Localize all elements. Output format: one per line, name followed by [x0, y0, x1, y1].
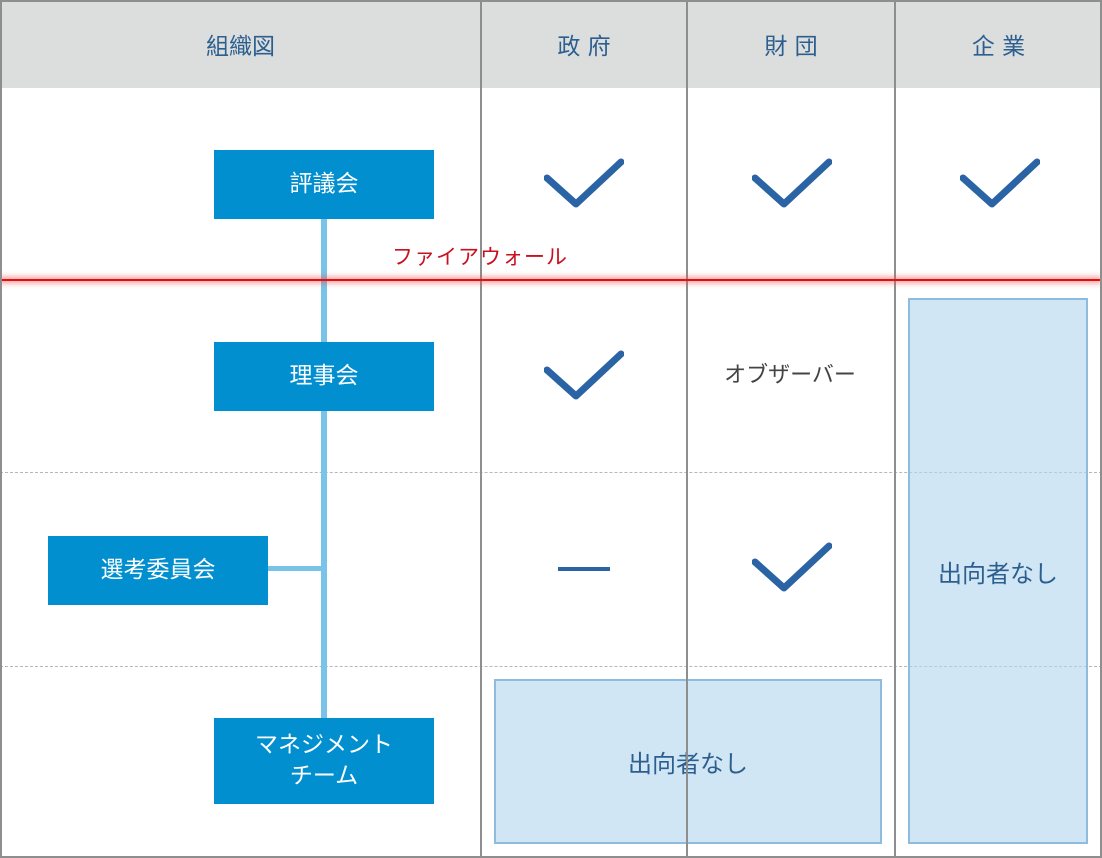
check-mark-icon [544, 350, 624, 400]
management-label-line1: マネジメント [255, 731, 393, 758]
header-org-chart: 組織図 [206, 34, 275, 60]
column-divider [480, 0, 482, 858]
org-box-board: 理事会 [214, 342, 434, 411]
management-label-line2: チーム [289, 763, 359, 789]
header-foundation: 財 団 [764, 34, 818, 60]
row-divider [0, 472, 1102, 473]
dash-icon [558, 567, 610, 571]
org-box-selection-committee: 選考委員会 [48, 536, 268, 605]
header-government: 政 府 [557, 34, 611, 60]
check-mark-icon [752, 542, 832, 592]
no-assignment-company: 出向者なし [908, 298, 1088, 844]
header-row [0, 0, 1102, 88]
org-box-management-team: マネジメント チーム [214, 718, 434, 804]
check-mark-icon [960, 158, 1040, 208]
firewall-label: ファイアウォール [392, 245, 568, 269]
org-box-council: 評議会 [214, 150, 434, 219]
firewall-line [0, 279, 1100, 281]
no-assignment-management: 出向者なし [494, 679, 882, 844]
check-mark-icon [544, 158, 624, 208]
column-divider [894, 0, 896, 858]
check-mark-icon [752, 158, 832, 208]
observer-label: オブザーバー [724, 363, 856, 388]
column-divider [686, 0, 688, 858]
header-company: 企 業 [971, 34, 1026, 60]
org-connector-horizontal [266, 566, 324, 571]
org-connector-vertical [321, 216, 327, 722]
row-divider [0, 666, 1102, 667]
